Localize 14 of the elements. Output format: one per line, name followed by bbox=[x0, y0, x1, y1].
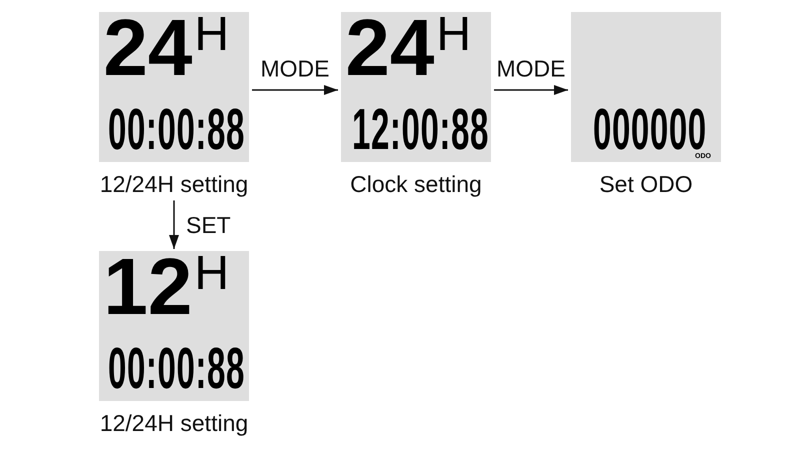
screen-caption: 12/24H setting bbox=[100, 171, 248, 198]
lcd-digits: 24$^{H}$ bbox=[103, 16, 229, 80]
lcd-digits: 12$^{H}$ bbox=[103, 255, 229, 319]
lcd-readout: 00:00:88 bbox=[108, 108, 245, 152]
arrow bbox=[252, 85, 338, 95]
lcd-readout: 00:00:88 bbox=[108, 347, 245, 390]
screen-caption: Clock setting bbox=[350, 171, 482, 198]
screen-caption: Set ODO bbox=[599, 171, 693, 198]
screen-caption: 12/24H setting bbox=[100, 410, 248, 436]
lcd-readout: 000000 bbox=[593, 108, 707, 152]
arrow bbox=[494, 85, 568, 95]
arrow bbox=[169, 200, 179, 249]
lcd-digits: 24$^{H}$ bbox=[345, 16, 471, 80]
lcd-readout: 12:00:88 bbox=[352, 108, 489, 152]
